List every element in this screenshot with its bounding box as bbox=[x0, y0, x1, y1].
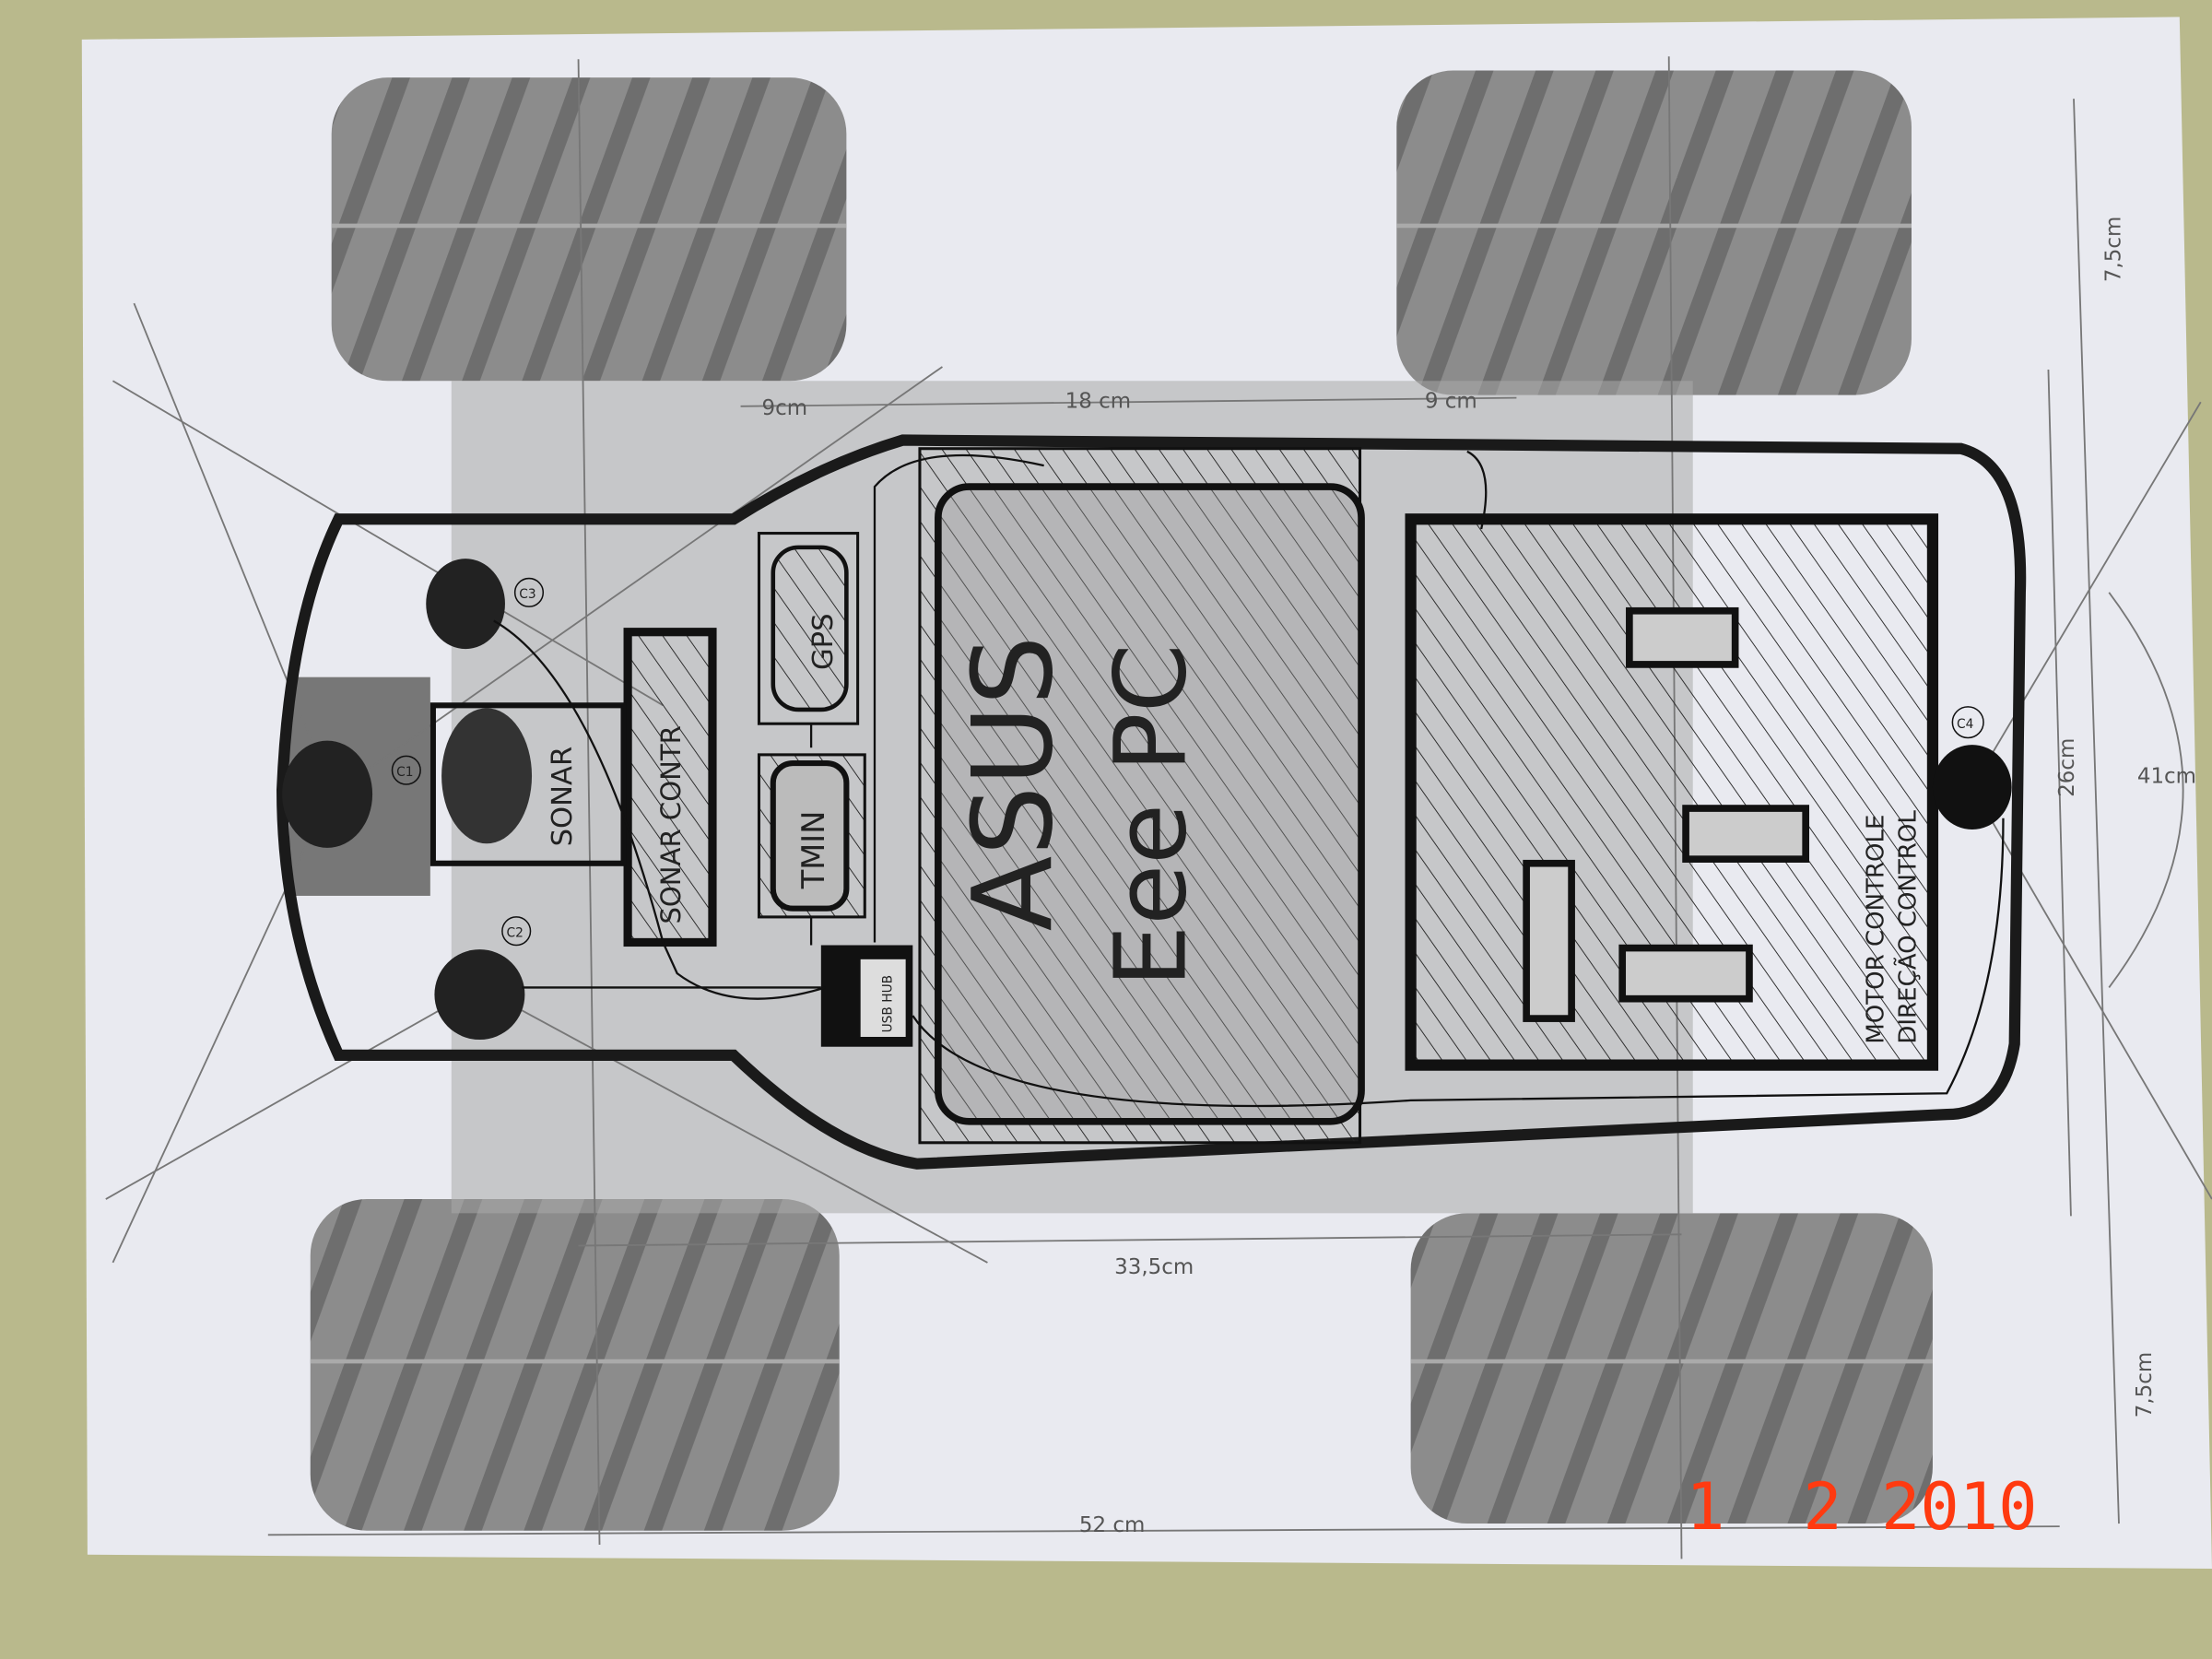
camera-c2: C2 bbox=[434, 916, 532, 1041]
ic-chip bbox=[1618, 944, 1753, 1003]
camera-c1: C1 bbox=[282, 740, 421, 848]
tmin-module: TMIN bbox=[757, 753, 866, 919]
ic-chip bbox=[1523, 859, 1575, 1022]
dim-track-width: 26cm bbox=[2055, 738, 2079, 797]
motor-controller-label-2: DIREÇÃO CONTROL bbox=[1893, 810, 1923, 1044]
camera-c2-label: C2 bbox=[506, 925, 523, 940]
motor-controller-board: MOTOR CONTROLE DIREÇÃO CONTROL bbox=[1405, 513, 1939, 1071]
camera-c1-label: C1 bbox=[396, 765, 413, 780]
laptop-label-asus: ASUS bbox=[949, 636, 1077, 932]
usb-hub-label: USB HUB bbox=[880, 975, 895, 1033]
camera-c4: C4 bbox=[1932, 706, 2012, 830]
camera-c3-label: C3 bbox=[519, 587, 535, 602]
gps-module: GPS bbox=[757, 532, 860, 725]
tire-rear-right bbox=[1410, 1213, 1933, 1524]
tire-front-left bbox=[331, 77, 847, 382]
ic-chip bbox=[1626, 606, 1739, 668]
dim-overall-width: 41cm bbox=[2137, 764, 2196, 788]
sonar-label: SONAR bbox=[547, 747, 579, 847]
dim-wheel-width-bottom: 7,5cm bbox=[2133, 1352, 2157, 1418]
motor-controller-label-1: MOTOR CONTROLE bbox=[1862, 815, 1889, 1044]
car-body-outline bbox=[276, 434, 2027, 1170]
usb-hub: USB HUB bbox=[820, 945, 913, 1047]
dimension-lines bbox=[105, 56, 2212, 1559]
camera-c3: C3 bbox=[426, 559, 545, 650]
tmin-label: TMIN bbox=[795, 811, 831, 890]
dim-18cm: 18 cm bbox=[1065, 389, 1131, 413]
dim-9cm-left: 9cm bbox=[762, 396, 808, 420]
laptop-label-eee-pc: Eee PC bbox=[1095, 643, 1209, 987]
sonar: SONAR bbox=[429, 702, 627, 866]
tire-rear-left bbox=[310, 1199, 840, 1531]
camera-c4-label: C4 bbox=[1957, 717, 1973, 732]
dim-wheelbase: 33,5cm bbox=[1114, 1255, 1194, 1279]
sonar-controller-label: SONAR CONTR bbox=[655, 725, 687, 924]
ic-chip bbox=[1682, 805, 1810, 863]
dim-overall-length: 52 cm bbox=[1079, 1513, 1145, 1537]
dim-9cm-right: 9 cm bbox=[1425, 389, 1477, 413]
photo-date-stamp: 1 2 2010 bbox=[1686, 1469, 2037, 1545]
asus-eee-pc-laptop: ASUS Eee PC bbox=[918, 447, 1365, 1145]
tire-front-right bbox=[1396, 70, 1912, 395]
dim-wheel-width-top: 7,5cm bbox=[2102, 217, 2126, 282]
sonar-controller: SONAR CONTR bbox=[623, 628, 717, 947]
gps-label: GPS bbox=[807, 613, 840, 670]
wiring bbox=[493, 450, 2005, 1108]
